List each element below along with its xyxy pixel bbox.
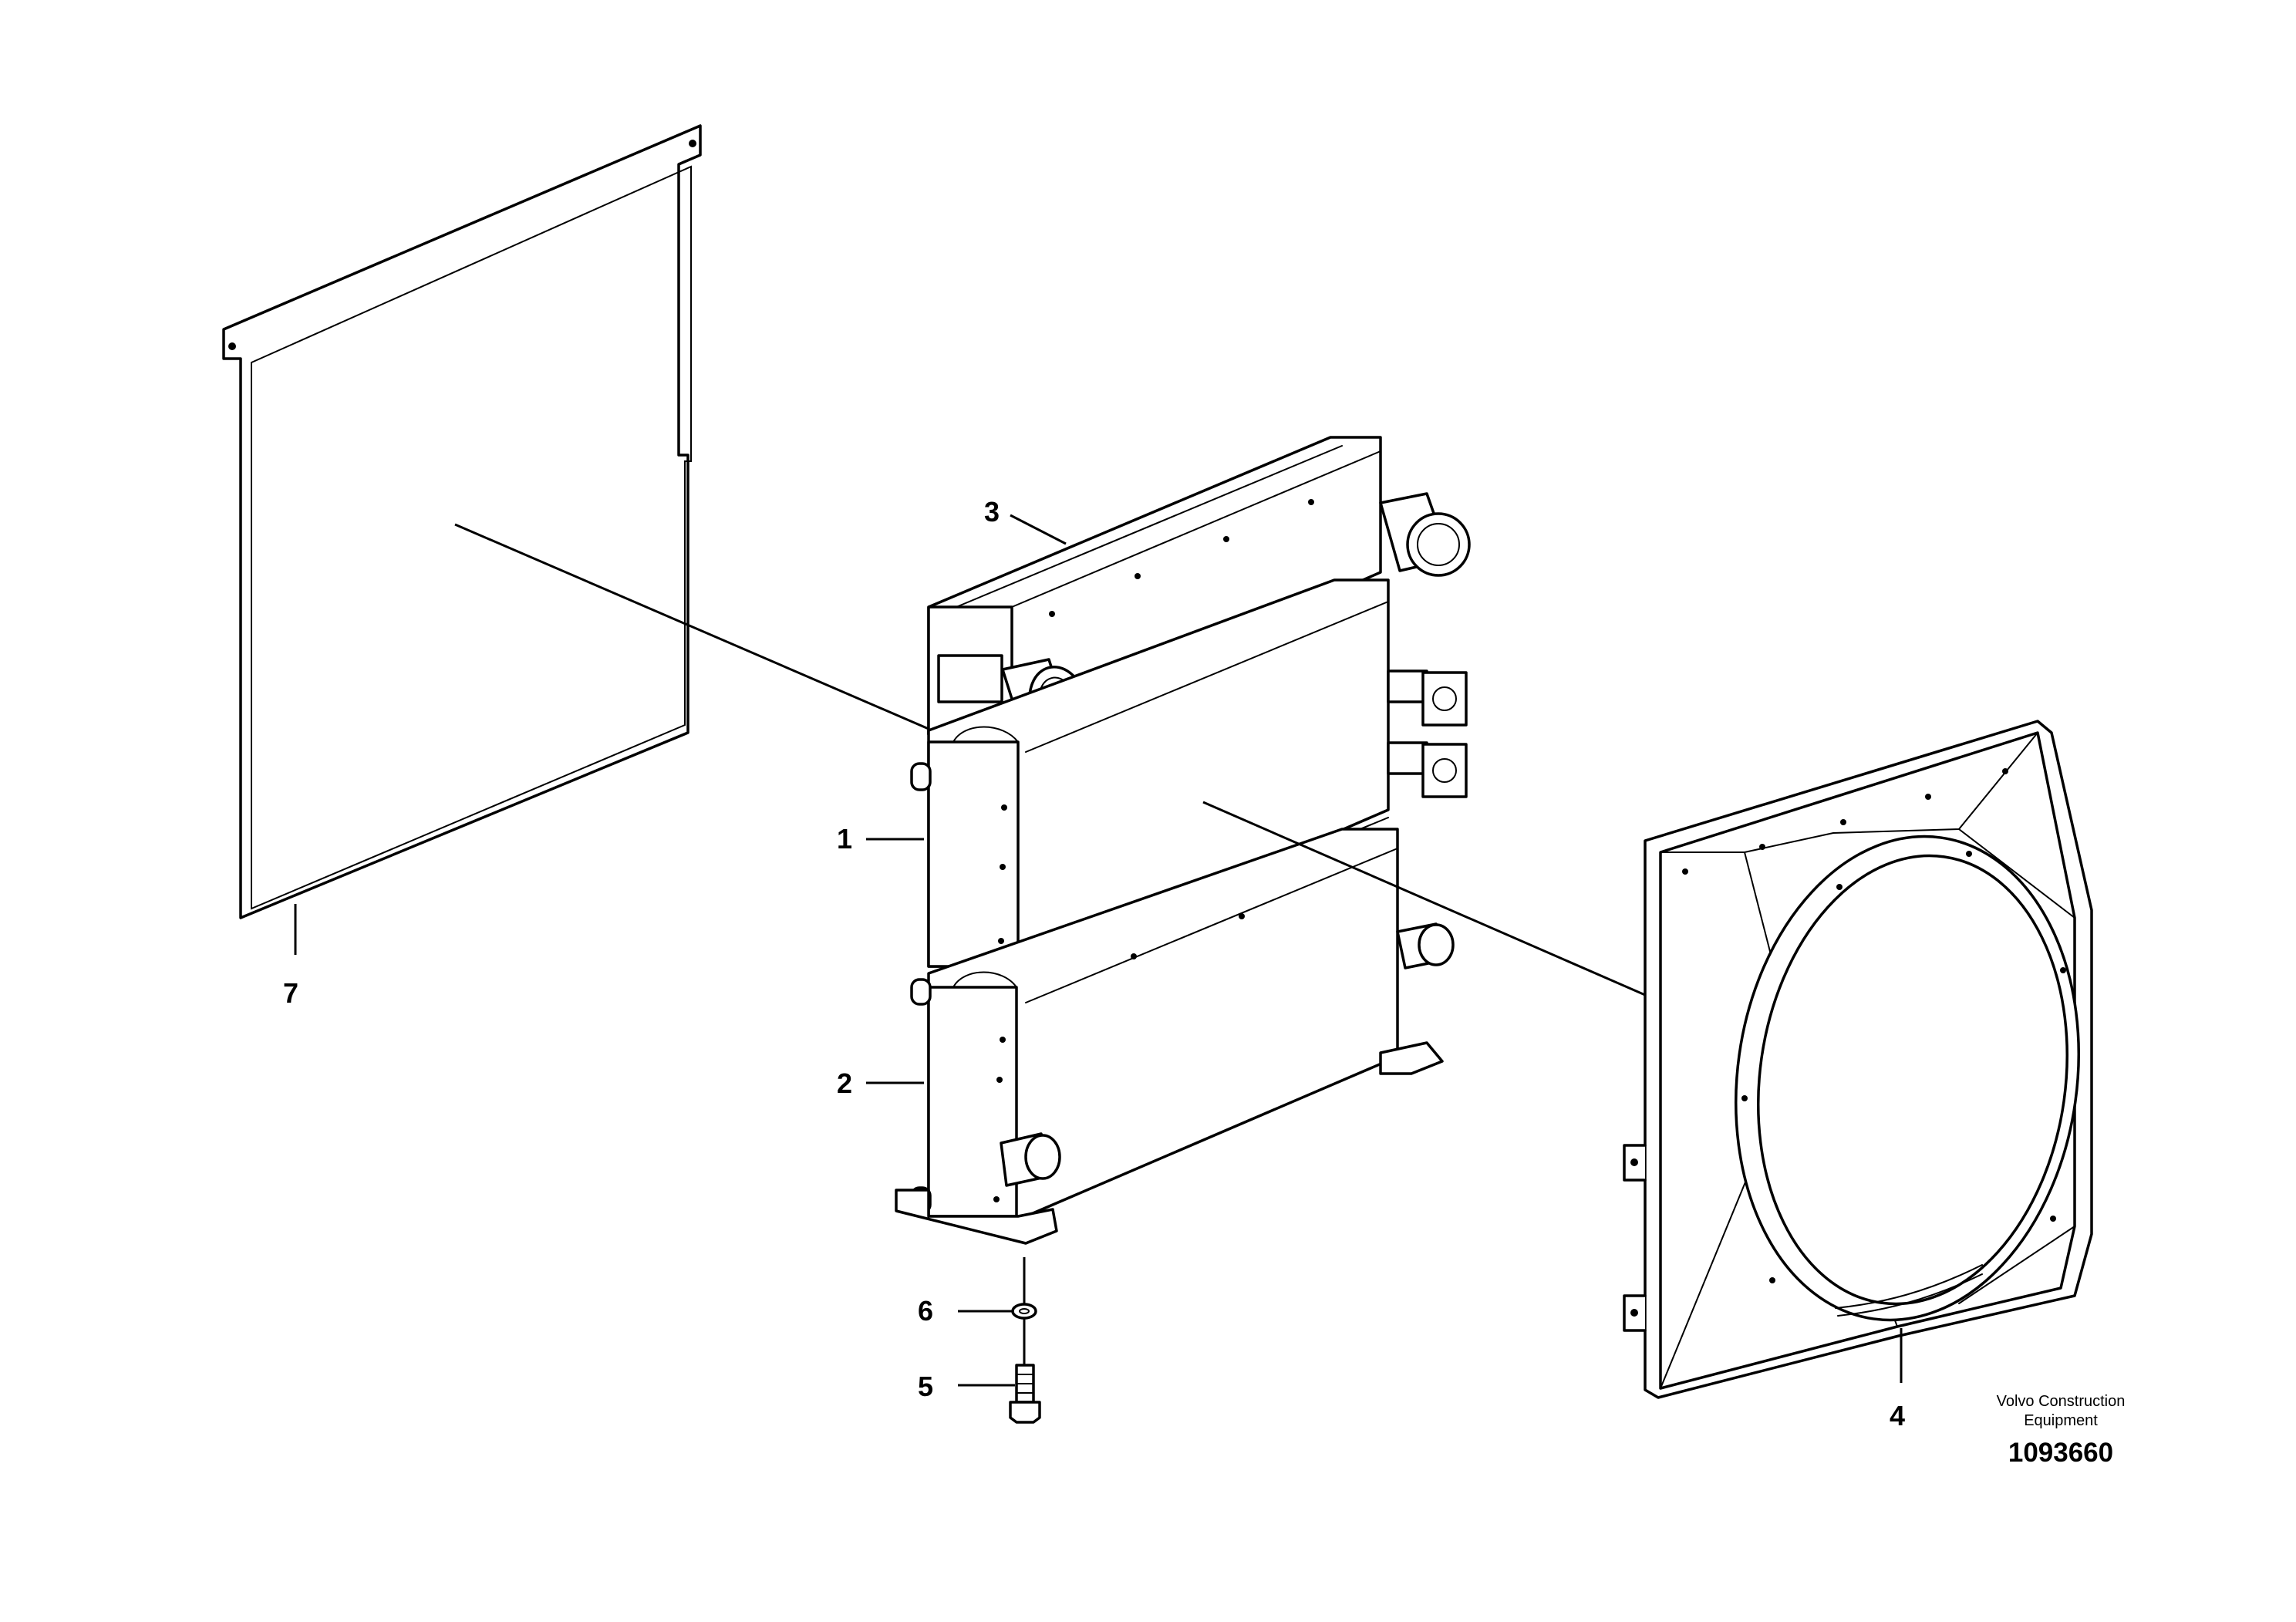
part-2-lower-cooler (895, 828, 1455, 1245)
callout-7: 7 (283, 977, 298, 1009)
leader-lines (294, 514, 1903, 1387)
drawing-number: 1093660 (2008, 1438, 2113, 1468)
part-7-seal-frame (222, 124, 702, 919)
brand-line-1: Volvo Construction (1997, 1393, 2126, 1410)
callout-4: 4 (1890, 1400, 1905, 1431)
callout-2: 2 (837, 1067, 852, 1099)
callout-5: 5 (918, 1371, 933, 1402)
part-5-bolt (1009, 1364, 1041, 1424)
part-6-washer (1011, 1303, 1037, 1320)
callout-3: 3 (984, 496, 1000, 528)
callout-6: 6 (918, 1295, 933, 1327)
brand-line-2: Equipment (2024, 1412, 2098, 1429)
callout-1: 1 (837, 823, 852, 855)
part-4-fan-shroud (1623, 720, 2093, 1399)
